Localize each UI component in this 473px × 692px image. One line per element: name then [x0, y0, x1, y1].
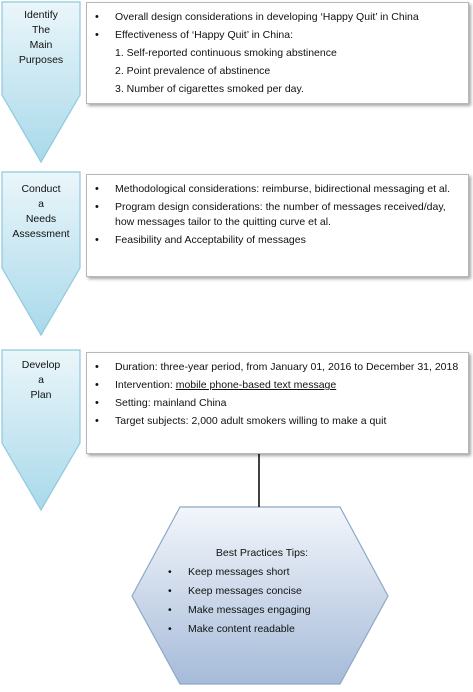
stage-1-list: Overall design considerations in develop… — [87, 10, 468, 97]
tips-list: Keep messages short Keep messages concis… — [162, 563, 362, 639]
stage-2-box: Methodological considerations: reimburse… — [86, 174, 469, 277]
stage-3-list: Duration: three-year period, from Januar… — [87, 360, 468, 429]
list-item: Intervention: mobile phone-based text me… — [87, 378, 468, 393]
stage-2-label-line: Assessment — [12, 228, 70, 240]
stage-3-label-line: Develop — [21, 359, 61, 371]
list-item: Overall design considerations in develop… — [87, 10, 468, 25]
sub-list-item: 1. Self-reported continuous smoking abst… — [115, 47, 337, 59]
list-item: Methodological considerations: reimburse… — [87, 182, 468, 197]
tip-item: Keep messages short — [162, 563, 362, 582]
sub-list-item: 2. Point prevalence of abstinence — [115, 65, 271, 77]
stage-3-label: Develop a Plan — [2, 358, 80, 403]
tip-item: Make messages engaging — [162, 601, 362, 620]
stage-3-label-line: a — [38, 374, 44, 386]
tip-item: Make content readable — [162, 620, 362, 639]
tips-content: Best Practices Tips: Keep messages short… — [162, 544, 362, 639]
stage-1-box: Overall design considerations in develop… — [86, 2, 469, 104]
stage-3-box: Duration: three-year period, from Januar… — [86, 352, 469, 454]
sub-list-item: 3. Number of cigarettes smoked per day. — [115, 83, 304, 95]
stage-1-label-line: Identify — [24, 9, 58, 21]
stage-1-label-line: Purposes — [18, 54, 64, 66]
list-item: Target subjects: 2,000 adult smokers wil… — [87, 414, 468, 429]
list-item: Duration: three-year period, from Januar… — [87, 360, 468, 375]
stage-2-chevron — [1, 171, 81, 337]
intervention-prefix: Intervention: — [115, 379, 176, 391]
stage-2-label-line: Conduct — [21, 183, 61, 195]
list-item: Feasibility and Acceptability of message… — [87, 233, 468, 248]
list-item: Setting: mainland China — [87, 396, 468, 411]
stage-2-label-line: a — [38, 198, 44, 210]
stage-1-chevron — [1, 1, 81, 164]
stage-2-label: Conduct a Needs Assessment — [2, 182, 80, 242]
list-item: Program design considerations: the numbe… — [87, 200, 468, 230]
stage-2-label-line: Needs — [25, 213, 57, 225]
stage-2-list: Methodological considerations: reimburse… — [87, 182, 468, 248]
stage-1-label: Identify The Main Purposes — [2, 8, 80, 68]
stage-1-label-line: The — [31, 24, 51, 36]
tips-title: Best Practices Tips: — [215, 547, 309, 559]
stage-3-chevron — [1, 349, 81, 512]
list-item: Effectiveness of ‘Happy Quit’ in China: — [87, 28, 468, 43]
stage-1-label-line: Main — [29, 39, 53, 51]
stage-3-label-line: Plan — [30, 389, 52, 401]
intervention-underlined: mobile phone-based text message — [175, 379, 337, 391]
tip-item: Keep messages concise — [162, 582, 362, 601]
